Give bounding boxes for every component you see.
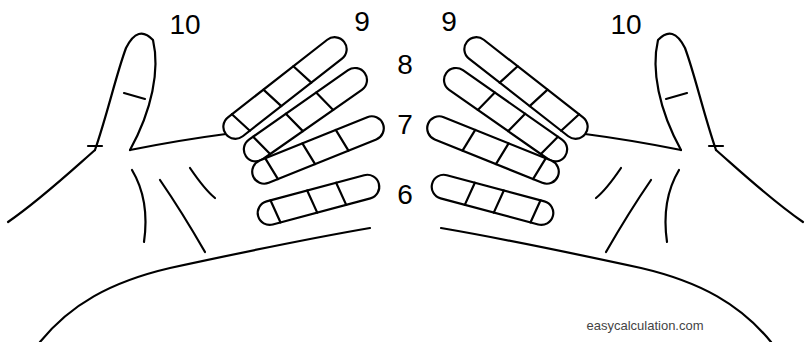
finger-number: 6	[397, 181, 413, 209]
finger-number: 9	[354, 8, 370, 36]
right-hand	[424, 32, 803, 342]
finger-number: 10	[169, 11, 200, 39]
finger-number: 7	[397, 111, 413, 139]
finger-number: 8	[397, 51, 413, 79]
finger-number: 9	[441, 8, 457, 36]
watermark: easycalculation.com	[586, 319, 703, 332]
finger-number: 10	[610, 11, 641, 39]
left-hand	[8, 32, 387, 342]
